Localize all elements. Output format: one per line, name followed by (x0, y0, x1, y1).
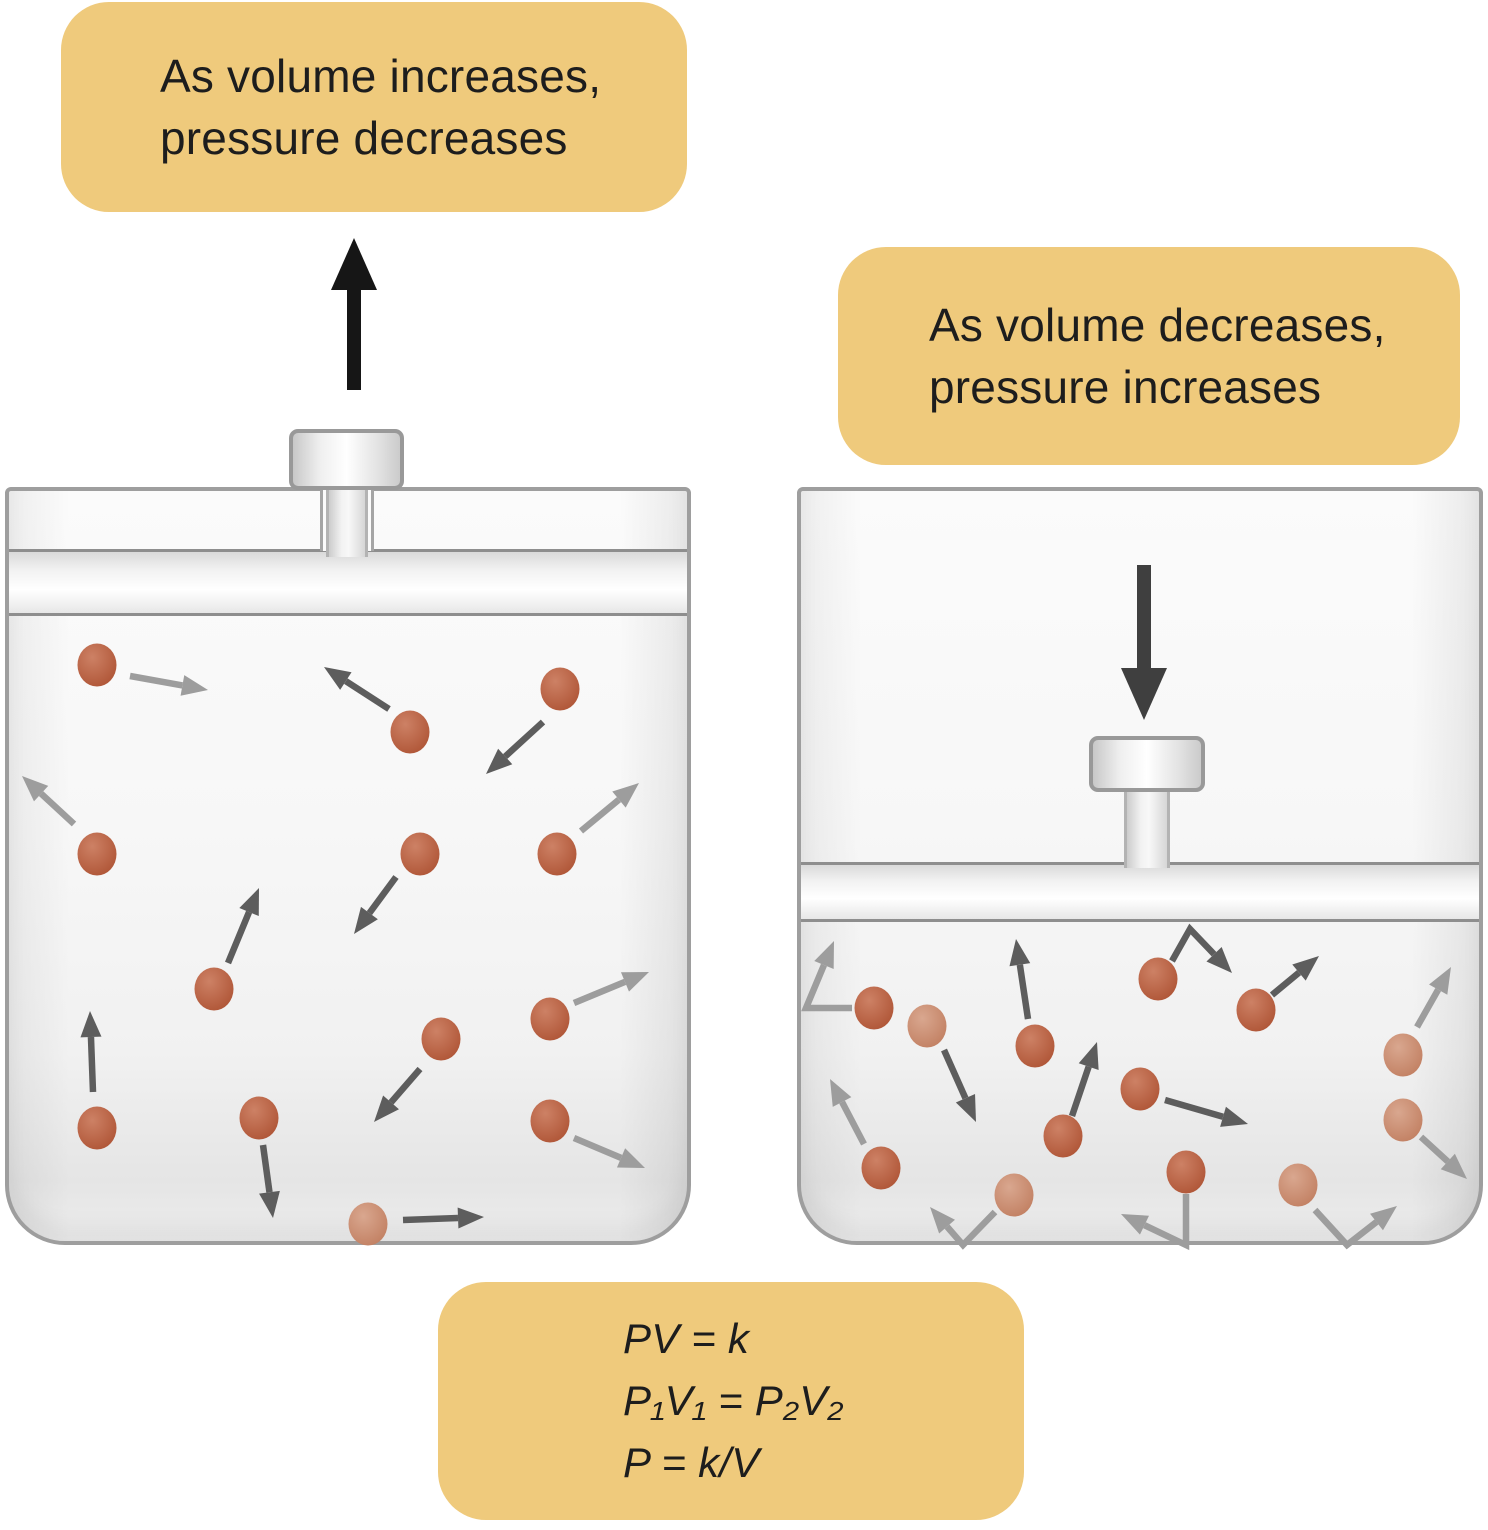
callout-volume-decreases: As volume decreases, pressure increases (838, 247, 1460, 465)
piston-plate (801, 862, 1479, 922)
callout-volume-increases: As volume increases, pressure decreases (61, 2, 687, 212)
piston-knob (1089, 736, 1205, 792)
piston-knob (289, 429, 404, 490)
callout-text-line: As volume increases, (160, 49, 602, 102)
piston-force-arrow (331, 238, 377, 390)
callout-text-line: pressure decreases (160, 112, 568, 164)
formula-line: PV = k (623, 1314, 750, 1362)
piston-plate (9, 549, 687, 616)
formula-line: P₁V₁ = P₂V₂ (623, 1376, 844, 1424)
callout-boyles-law-formulas: PV = k P₁V₁ = P₂V₂ P = k/V (438, 1282, 1024, 1520)
formula-line: P = k/V (623, 1439, 760, 1487)
callout-text-line: pressure increases (929, 361, 1322, 413)
callout-text-line: As volume decreases, (929, 298, 1386, 351)
